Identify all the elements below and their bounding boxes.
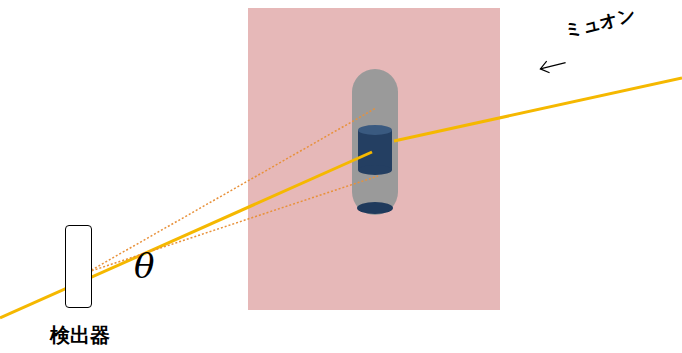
cylinder-bottom bbox=[358, 165, 392, 175]
muon-track-in bbox=[394, 78, 682, 141]
cylinder-body bbox=[358, 130, 392, 170]
capsule bbox=[352, 69, 398, 215]
particle-label: ミュオン bbox=[562, 3, 638, 44]
direction-arrow bbox=[539, 57, 567, 75]
detector-label: 検出器 bbox=[26, 322, 133, 349]
projection-line bbox=[88, 176, 378, 272]
angle-label: θ bbox=[134, 246, 154, 286]
disk bbox=[357, 202, 393, 214]
cylinder-top bbox=[358, 125, 392, 135]
material-block bbox=[248, 8, 500, 310]
projection-line bbox=[88, 108, 376, 272]
detector-box: 検出器 bbox=[65, 225, 92, 308]
muon-track-out bbox=[0, 152, 372, 318]
